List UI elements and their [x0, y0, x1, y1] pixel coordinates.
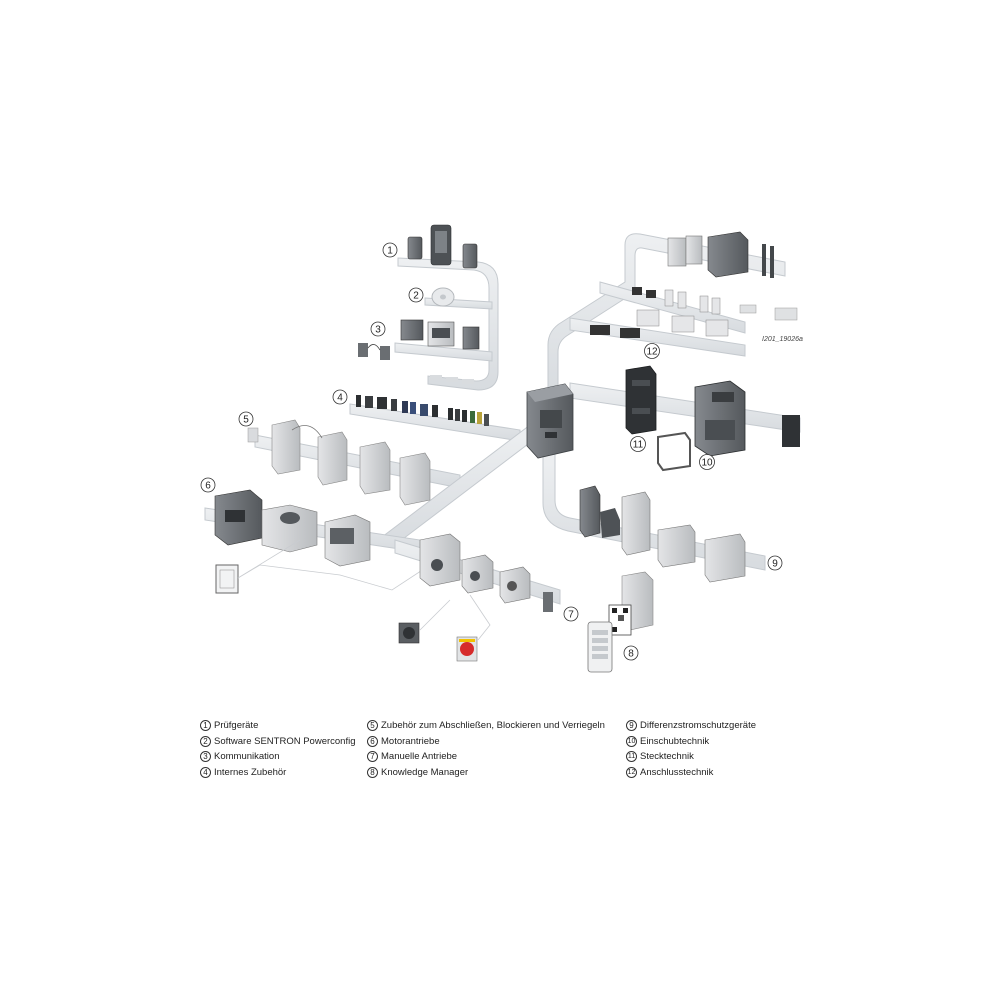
svg-text:11: 11 [633, 440, 644, 451]
rail-top-right [547, 233, 786, 399]
callout-10: 10 [699, 454, 715, 470]
rail-connection-lower [569, 317, 746, 357]
svg-text:12: 12 [646, 347, 658, 358]
callout-3: 3 [370, 321, 386, 337]
rail-shelf-1 [397, 257, 499, 391]
svg-text:10: 10 [701, 458, 713, 469]
callout-5: 5 [238, 411, 254, 427]
svg-text:2: 2 [413, 291, 419, 302]
withdrawable-technology [657, 380, 800, 472]
rail-shelf-3 [394, 342, 493, 362]
callout-9: 9 [767, 555, 783, 571]
knowledge-manager [587, 571, 654, 673]
svg-text:9: 9 [772, 559, 778, 570]
svg-text:7: 7 [568, 610, 574, 621]
callouts: 1 2 3 4 5 6 7 8 9 10 11 12 [200, 242, 783, 661]
callout-11: 11 [630, 436, 646, 452]
callout-1: 1 [382, 242, 398, 258]
rail-plug-in [569, 382, 801, 433]
callout-6: 6 [200, 477, 216, 493]
svg-text:5: 5 [243, 415, 249, 426]
connection-technology [590, 231, 798, 338]
software-disc [431, 287, 455, 307]
callout-12: 12 [644, 343, 660, 359]
svg-text:3: 3 [375, 325, 381, 336]
svg-text:8: 8 [628, 649, 634, 660]
svg-text:6: 6 [205, 481, 211, 492]
motor-drives [214, 489, 431, 594]
locking-accessories [247, 419, 431, 506]
communication-modules [358, 319, 480, 384]
figure-id: I201_19026a [762, 336, 803, 343]
callout-4: 4 [332, 389, 348, 405]
manual-drives [398, 533, 553, 662]
internal-accessories [356, 395, 489, 426]
svg-text:4: 4 [337, 393, 343, 404]
residual-current-devices [579, 485, 746, 583]
test-devices [407, 224, 478, 269]
central-circuit-breaker [526, 383, 574, 459]
callout-2: 2 [408, 287, 424, 303]
plug-in-technology [625, 365, 657, 435]
svg-text:1: 1 [387, 246, 393, 257]
callout-8: 8 [623, 645, 639, 661]
callout-7: 7 [563, 606, 579, 622]
